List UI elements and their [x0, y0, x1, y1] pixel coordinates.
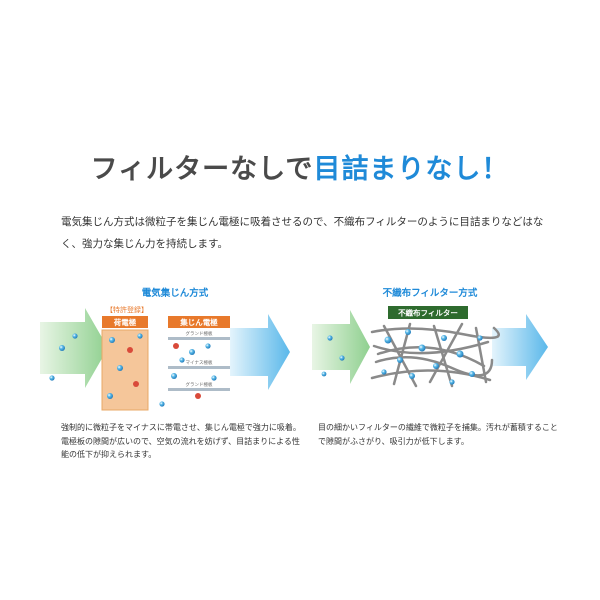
- left-panel-description: 強制的に微粒子をマイナスに帯電させ、集じん電極で強力に吸着。電極板の隙間が広いの…: [61, 423, 301, 459]
- svg-text:グランド極板: グランド極板: [186, 381, 213, 388]
- headline: フィルターなしで目詰まりなし！: [0, 147, 600, 186]
- electrostatic-diagram: 【特許登録】 荷電極 集じん電極 グランド極板 マイナス極板 グランド極板: [40, 305, 290, 411]
- particles: [321, 329, 483, 385]
- filter-label: 不織布フィルター: [398, 308, 458, 318]
- outflow-arrow: [492, 314, 548, 380]
- outflow-arrow: [230, 314, 290, 390]
- headline-main: フィルターなしで: [90, 154, 314, 185]
- particles: [49, 333, 217, 407]
- patent-tag: 【特許登録】: [106, 305, 148, 314]
- charge-label: 荷電極: [113, 317, 137, 327]
- collector-label: 集じん電極: [179, 317, 218, 327]
- nonwoven-filter-diagram: 不織布フィルター: [312, 306, 548, 388]
- right-panel-title: 不織布フィルター方式: [382, 288, 478, 299]
- inflow-arrow: [312, 310, 370, 384]
- filter-fibers: [370, 322, 500, 388]
- intro-text: 電気集じん方式は微粒子を集じん電極に吸着させるので、不織布フィルターのように目詰…: [61, 216, 544, 250]
- inflow-arrow: [40, 308, 108, 388]
- right-panel-description: 目の細かいフィルターの繊維で微粒子を捕集。汚れが蓄積することで隙間がふさがり、吸…: [318, 423, 558, 446]
- headline-accent: 目詰まりなし！: [313, 154, 510, 185]
- svg-text:マイナス極板: マイナス極板: [186, 359, 213, 366]
- svg-text:グランド極板: グランド極板: [186, 330, 213, 337]
- left-panel-title: 電気集じん方式: [141, 288, 209, 299]
